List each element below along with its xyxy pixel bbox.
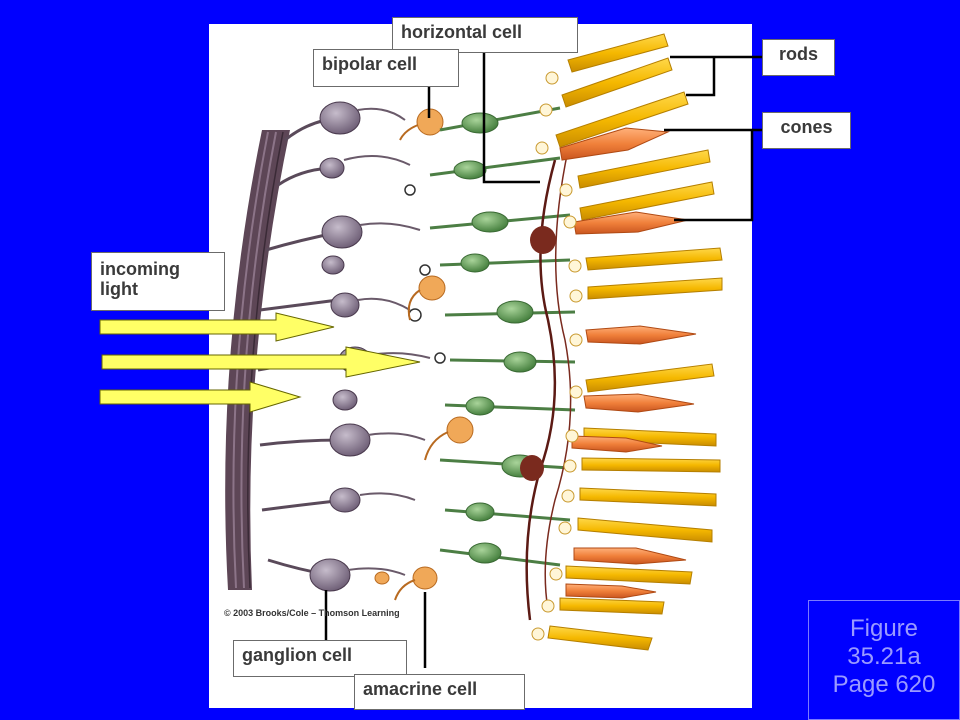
rod-cells	[547, 33, 723, 651]
horizontal-cell-fibers	[520, 149, 572, 621]
label-amacrine-cell: amacrine cell	[354, 674, 525, 710]
ganglion-cells	[309, 101, 372, 592]
figure-caption-line2: 35.21a	[847, 643, 921, 670]
label-incoming-light: incoming light	[91, 252, 225, 311]
figure-caption: Figure 35.21a Page 620	[808, 600, 960, 720]
inner-plexiform-connections	[343, 107, 446, 576]
copyright-text: © 2003 Brooks/Cole – Thomson Learning	[224, 608, 400, 618]
photoreceptors	[531, 33, 723, 651]
light-arrow-3	[99, 381, 302, 413]
cone-cells	[559, 127, 697, 599]
label-bipolar-cell: bipolar cell	[313, 49, 459, 87]
amacrine-cells	[374, 108, 474, 590]
incoming-light-arrows	[99, 312, 421, 413]
label-cones: cones	[762, 112, 851, 149]
label-horizontal-cell: horizontal cell	[392, 17, 578, 53]
light-arrow-1	[99, 312, 335, 342]
figure-caption-line1: Figure	[849, 615, 919, 642]
label-rods: rods	[762, 39, 835, 76]
bipolar-cells	[429, 106, 576, 567]
label-leader-lines	[324, 52, 762, 668]
figure-caption-line3: Page 620	[832, 671, 936, 698]
label-ganglion-cell: ganglion cell	[233, 640, 407, 677]
light-arrow-2	[101, 346, 421, 378]
